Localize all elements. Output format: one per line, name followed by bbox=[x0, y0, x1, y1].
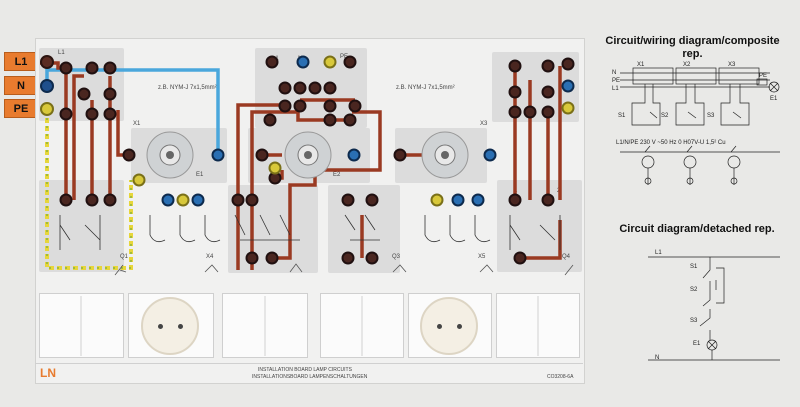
comp-label-e1: E1 bbox=[770, 96, 778, 102]
comp-label-x2: X2 bbox=[683, 62, 691, 68]
composite-diagram-title: Circuit/wiring diagram/composite rep. bbox=[605, 35, 780, 60]
label-x5: X5 bbox=[478, 254, 486, 260]
comp-label-s3: S3 bbox=[707, 113, 715, 119]
comp-label-x1: X1 bbox=[637, 62, 645, 68]
terminal-rail-pe bbox=[40, 102, 54, 116]
socket-1-pin-right bbox=[178, 324, 183, 329]
terminal-rail-n bbox=[40, 79, 54, 93]
det-label-s3: S3 bbox=[690, 318, 698, 324]
socket-2-pin-right bbox=[457, 324, 462, 329]
label-x1: X1 bbox=[133, 121, 141, 127]
comp-label-l1: L1 bbox=[612, 86, 619, 92]
socket-1[interactable] bbox=[141, 297, 199, 355]
label-q3: Q3 bbox=[392, 254, 401, 260]
comp-label-s1: S1 bbox=[618, 113, 626, 119]
comp-label-x3: X3 bbox=[728, 62, 736, 68]
label-q1: Q1 bbox=[120, 254, 129, 260]
switch-card-q3 bbox=[328, 185, 400, 273]
socket-1-pin-left bbox=[158, 324, 163, 329]
label-x4: X4 bbox=[206, 254, 214, 260]
det-label-s1: S1 bbox=[690, 264, 698, 270]
junction-label-pe: PE bbox=[340, 54, 349, 60]
footer-line-1: INSTALLATION BOARD LAMP CIRCUITS bbox=[258, 367, 352, 373]
socket-2[interactable] bbox=[420, 297, 478, 355]
label-x3: X3 bbox=[480, 121, 488, 127]
comp-label-pe: PE bbox=[612, 78, 621, 84]
lamp-e2 bbox=[284, 131, 332, 179]
comp-label-s2: S2 bbox=[661, 113, 669, 119]
det-label-l1: L1 bbox=[655, 250, 662, 256]
top-left-l1: L1 bbox=[58, 50, 65, 56]
label-e2: E2 bbox=[333, 172, 341, 178]
socket-2-pin-left bbox=[437, 324, 442, 329]
brown-wire-left-b bbox=[72, 74, 84, 200]
comp-label-pe-lamp: PE bbox=[759, 73, 768, 79]
label-e1: E1 bbox=[196, 172, 204, 178]
label-q4: Q4 bbox=[562, 254, 571, 260]
detached-diagram-title: Circuit diagram/detached rep. bbox=[619, 223, 775, 235]
lamp-e1 bbox=[146, 131, 194, 179]
blue-wire bbox=[45, 68, 220, 155]
footer-code: CO3208-6A bbox=[547, 374, 574, 380]
board-footer bbox=[35, 363, 583, 383]
comp-label-n: N bbox=[612, 70, 617, 76]
cable-label-right: z.B. NYM-J 7x1,5mm² bbox=[396, 85, 455, 91]
terminal-rail-l1 bbox=[40, 55, 54, 69]
cable-label-left: z.B. NYM-J 7x1,5mm² bbox=[158, 85, 217, 91]
lamp-x3 bbox=[421, 131, 469, 179]
logo-ln: LN bbox=[40, 366, 56, 380]
det-label-s2: S2 bbox=[690, 287, 698, 293]
det-label-e1: E1 bbox=[693, 341, 701, 347]
spec-line: L1/N/PE 230 V ~50 Hz 0 H07V-U 1,5² Cu bbox=[616, 140, 726, 146]
footer-line-2: INSTALLATIONSBOARD LAMPENSCHALTUNGEN bbox=[252, 374, 368, 380]
det-label-n: N bbox=[655, 355, 660, 361]
brown-wire-center-1 bbox=[236, 103, 285, 270]
brown-wire-center-5 bbox=[270, 110, 382, 260]
